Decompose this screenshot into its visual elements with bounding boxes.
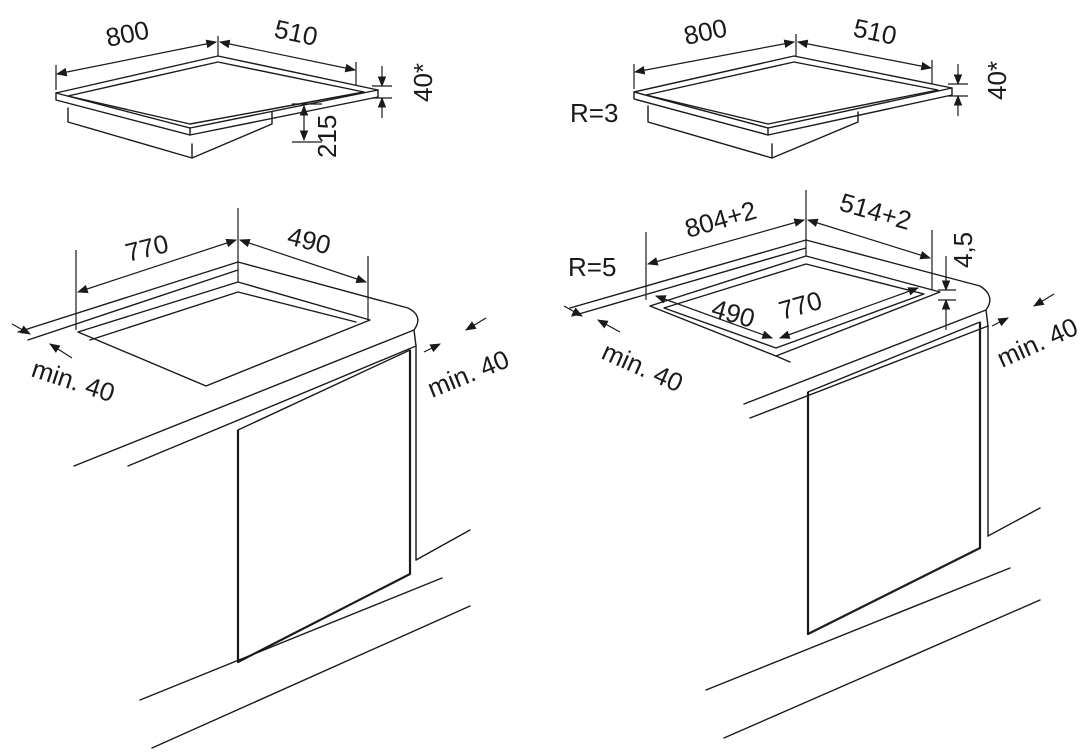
label-cutout-width: 804+2 [681,195,759,244]
floor-left-1 [139,577,443,701]
worktop-right [569,239,991,419]
cutout-right-corner [775,355,791,363]
label-thickness: 40* [408,63,438,102]
worktop-left-back-edge [27,269,239,341]
cabinet-right-door [806,322,982,636]
label-min-side: min. 40 [423,344,513,404]
hob-right-labels: 800 510 40* R=3 [570,13,1012,128]
label-rebate-depth: 4,5 [948,232,978,268]
hob-right [633,55,953,159]
floor-right-2 [723,599,1041,739]
label-radius: R=3 [570,98,618,128]
cutout-right-outer [649,255,941,357]
label-min-side: min. 40 [992,311,1082,373]
floor-left-2 [151,605,471,749]
cabinet-left-plinth [415,529,471,561]
cabinet-left [139,345,471,749]
label-radius: R=5 [568,252,616,282]
worktop-right-labels: 804+2 514+2 4,5 R=5 490 770 min. 40 min.… [568,187,1082,398]
label-cutout-depth: 490 [285,221,334,261]
label-cutout-depth: 514+2 [836,187,914,236]
label-inner-width: 770 [775,285,825,326]
dim-line-depth [218,39,357,73]
worktop-right-front-edge [749,309,989,419]
worktop-left-surface [17,261,419,467]
floor-right-1 [705,567,1011,691]
cabinet-right-door-top [807,321,981,393]
dim-line-width [55,39,218,77]
hob-left-dims [55,36,392,143]
label-thickness: 40* [982,61,1012,100]
label-min-front: min. 40 [598,336,688,398]
hob-right-glass [633,55,953,129]
label-cutout-width: 770 [122,228,171,268]
label-inner-depth: 490 [708,293,758,334]
label-depth: 510 [851,13,900,51]
cabinet-right [705,321,1041,739]
worktop-right-dims [563,190,1055,339]
label-height: 215 [312,115,342,158]
cabinet-left-door [236,350,412,664]
cutout-left-inner [89,291,357,341]
worktop-left-labels: 770 490 min. 40 min. 40 [28,221,513,408]
label-depth: 510 [272,14,321,52]
cabinet-left-door-top [237,349,411,431]
label-min-front: min. 40 [28,353,118,408]
label-width: 800 [681,13,730,51]
worktop-left-front-edge [127,329,417,467]
cabinet-right-plinth [987,507,1041,537]
worktop-left-dims [11,208,487,359]
worktop-left [17,261,419,467]
hob-right-dims [633,34,968,116]
label-width: 800 [103,15,152,53]
cutout-left [77,281,371,387]
